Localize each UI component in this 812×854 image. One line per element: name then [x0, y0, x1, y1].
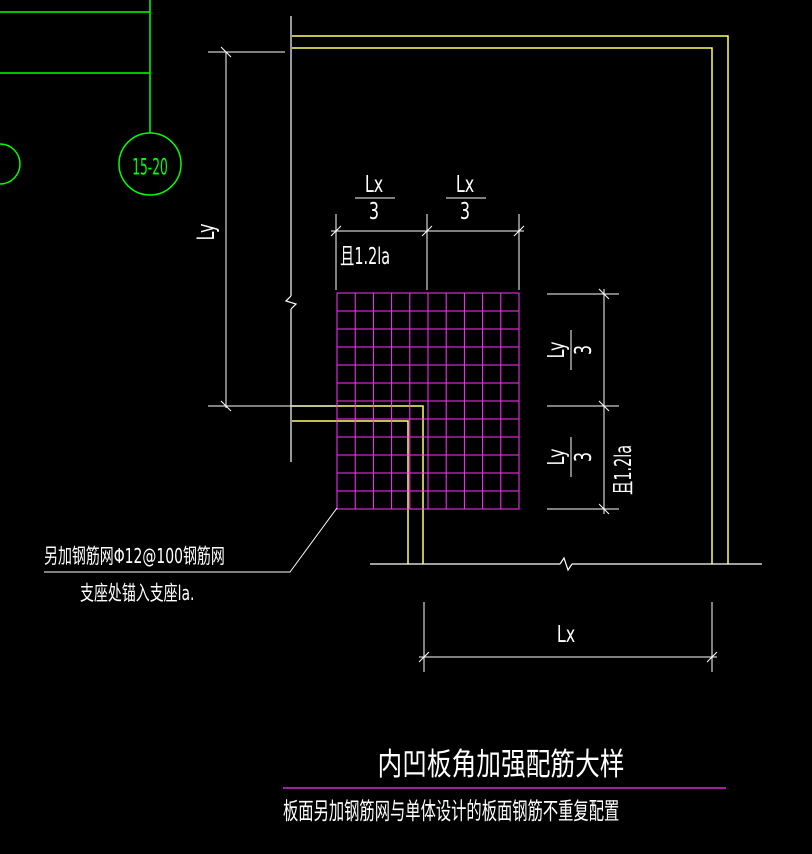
top-right-denominator: 3 [460, 198, 470, 225]
right-upper-numerator: Ly [543, 341, 570, 358]
grid-bubble-15-20 [118, 132, 182, 196]
top-right-numerator: Lx [456, 171, 475, 198]
reentrant-corner-inner [292, 420, 409, 564]
right-lower-numerator: Ly [543, 448, 570, 465]
break-lines [284, 16, 762, 572]
slab-outline [292, 35, 729, 564]
bottom-tick-left [418, 651, 430, 663]
bottom-lx-label: Lx [557, 621, 576, 648]
ly-tick-bottom [220, 400, 232, 412]
callout-line-2: 支座处锚入支座la. [80, 582, 194, 605]
top-tick-mid [421, 225, 433, 237]
ly-label: Ly [192, 224, 220, 241]
right-tick-bottom [598, 503, 610, 515]
top-tick-left [330, 225, 342, 237]
right-tick-top [598, 288, 610, 300]
grid-bubble-left [0, 143, 21, 185]
vertical-break-symbol [284, 295, 298, 310]
right-lower-denominator: 3 [570, 452, 597, 462]
grid-lines [0, 0, 182, 196]
top-left-denominator: 3 [369, 198, 379, 225]
reentrant-corner-outer [292, 405, 424, 564]
slab-outline-inner [292, 47, 713, 564]
drawing-title: 内凹板角加强配筋大样 [378, 746, 625, 783]
top-anchor-label: 且1.2la [340, 242, 390, 270]
drawing-note: 板面另加钢筋网与单体设计的板面钢筋不重复配置 [283, 798, 619, 825]
horizontal-break-symbol [559, 556, 573, 572]
grid-bubble-label: 15-20 [132, 155, 168, 181]
ly-tick-top [220, 46, 232, 58]
top-tick-right [513, 225, 525, 237]
top-left-numerator: Lx [365, 171, 384, 198]
callout-line-1: 另加钢筋网Φ12@100钢筋网 [44, 545, 225, 568]
reinforcement-mesh [336, 292, 520, 510]
right-upper-denominator: 3 [570, 345, 597, 355]
right-tick-mid [598, 400, 610, 412]
dimension-lines [44, 46, 718, 672]
bottom-tick-right [706, 651, 718, 663]
right-anchor-label: 且1.2la [609, 445, 637, 495]
callout-leader [44, 507, 338, 573]
slab-outline-outer [292, 35, 729, 564]
